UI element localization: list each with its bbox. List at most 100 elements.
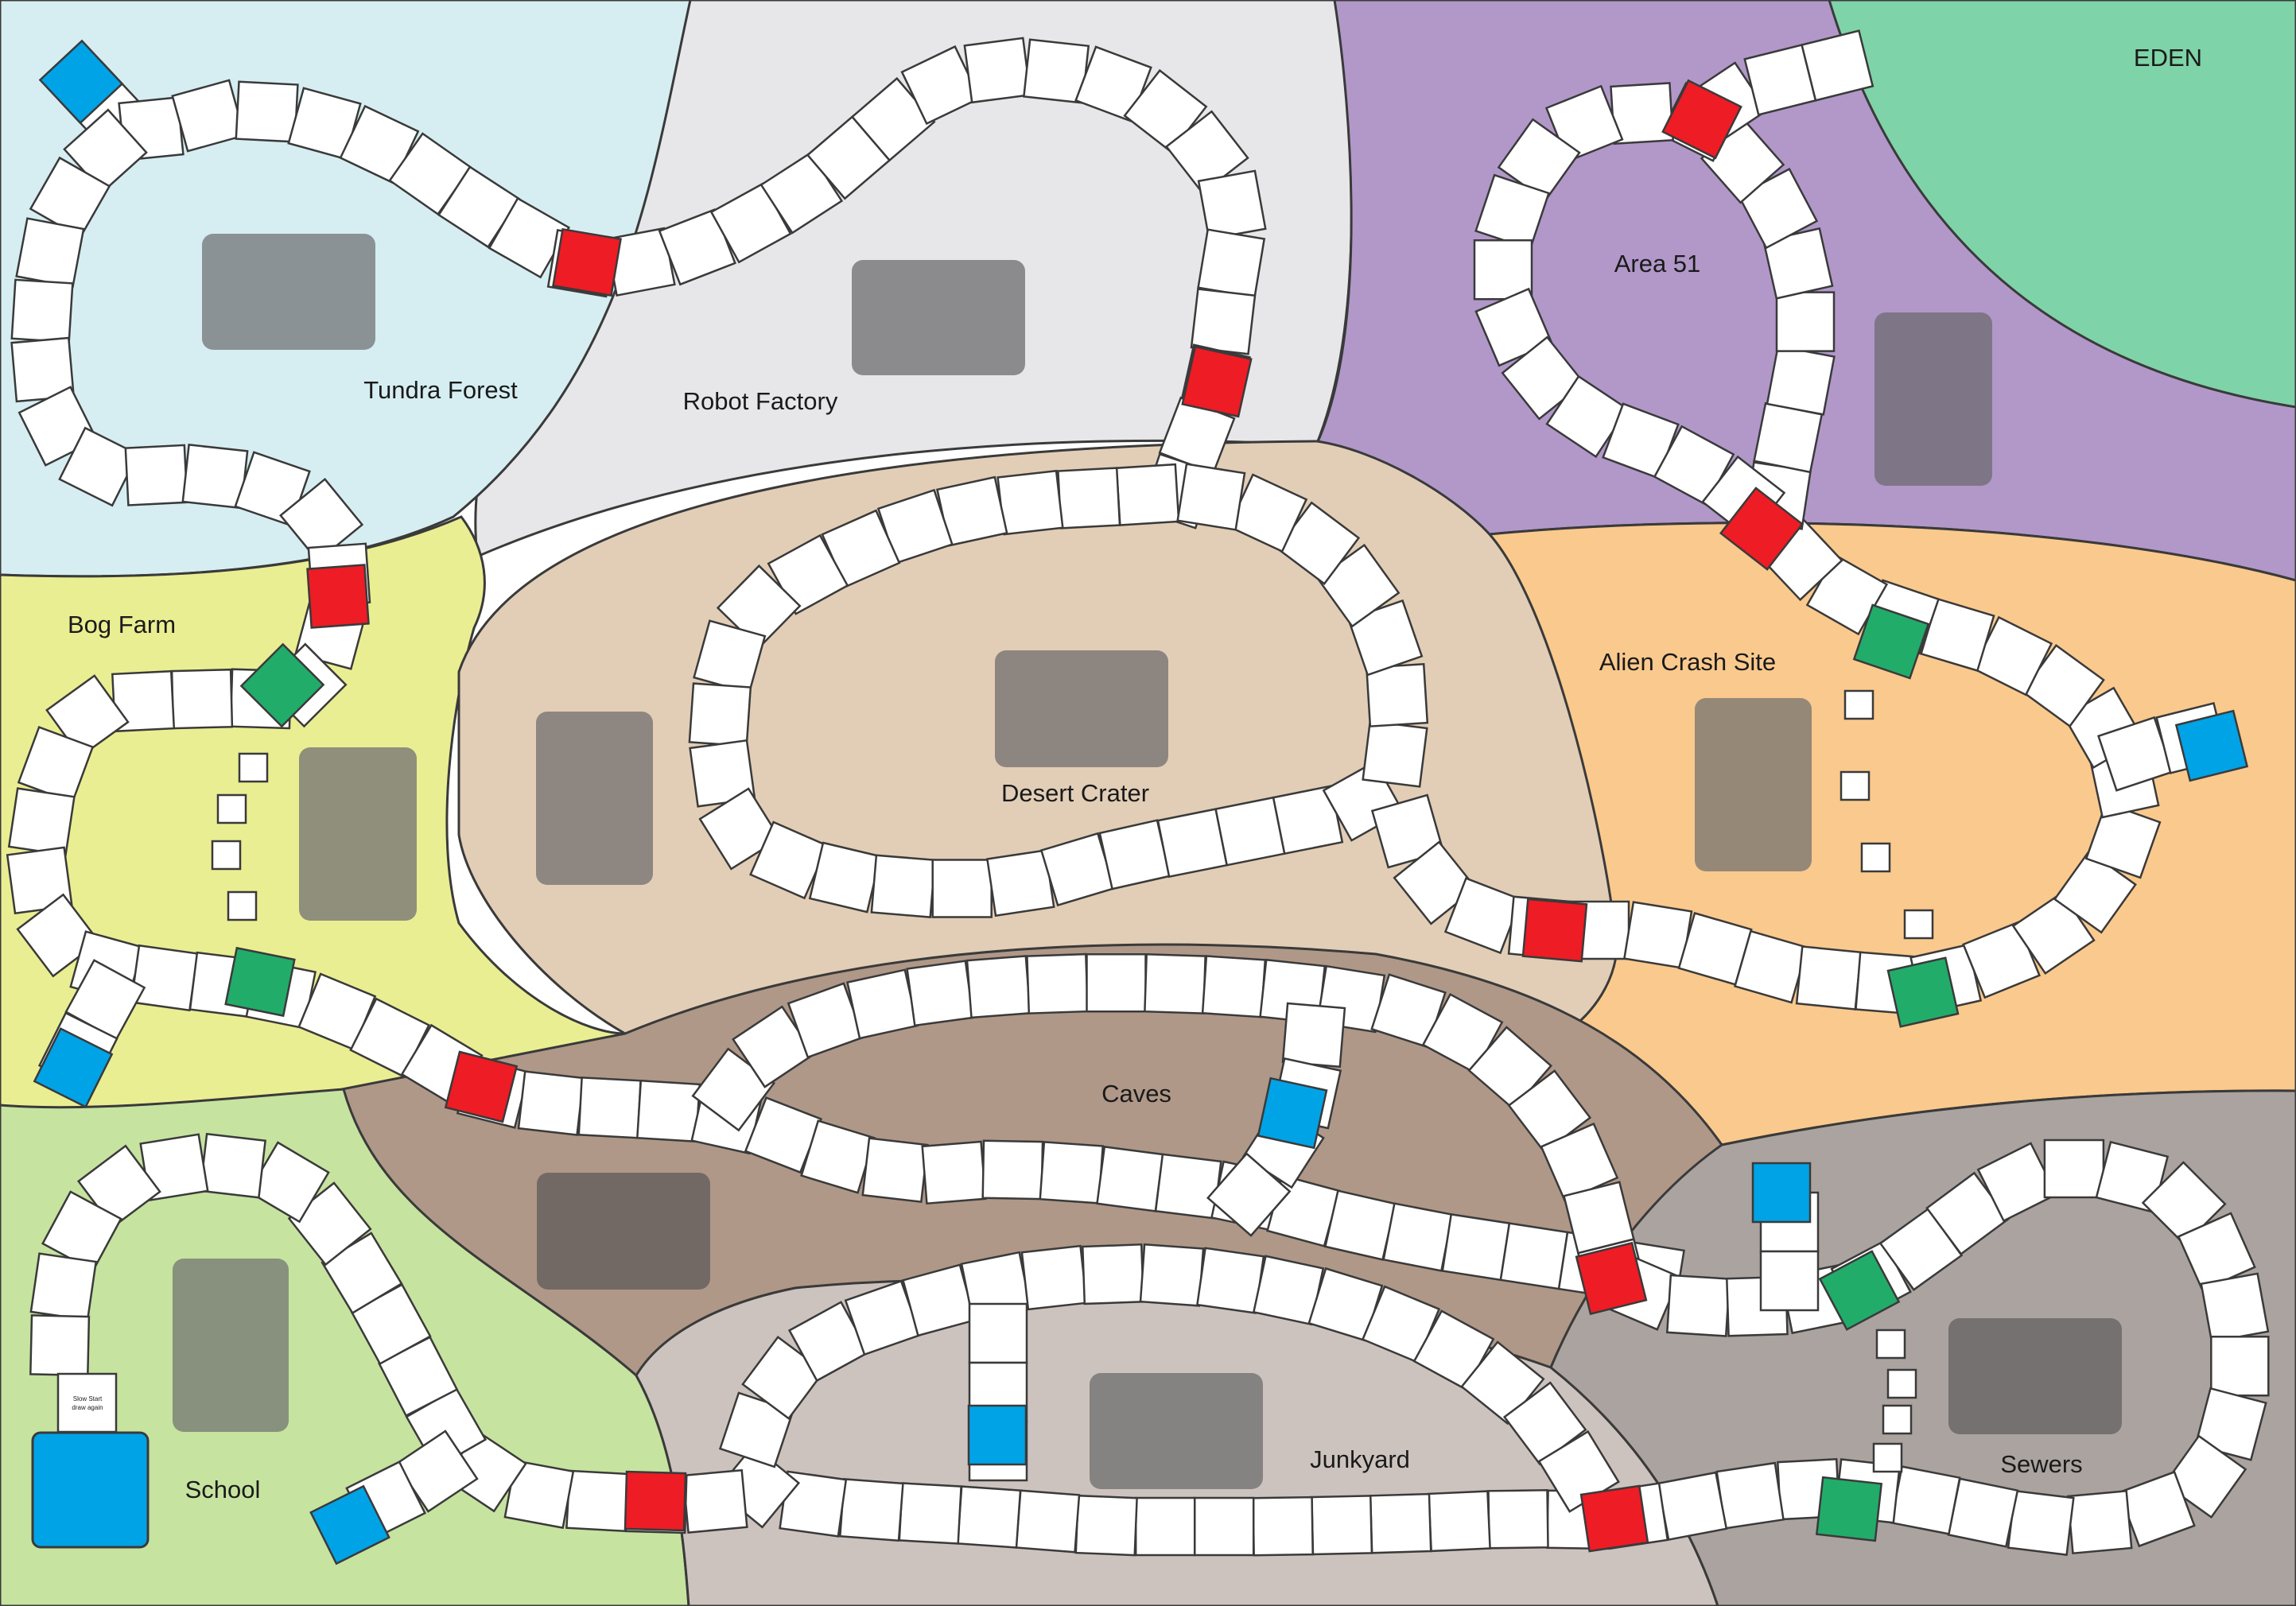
tile-red[interactable] bbox=[1181, 345, 1253, 418]
path-tile[interactable] bbox=[1139, 1243, 1205, 1307]
tile-red[interactable] bbox=[1521, 898, 1588, 963]
path-tile[interactable] bbox=[963, 37, 1031, 104]
tile-green[interactable] bbox=[239, 642, 325, 728]
path-tile[interactable] bbox=[350, 1283, 432, 1365]
path-tile[interactable] bbox=[921, 1140, 987, 1205]
path-tile[interactable] bbox=[321, 1232, 403, 1315]
path-tile[interactable] bbox=[1195, 1247, 1265, 1314]
path-tile[interactable] bbox=[688, 682, 752, 747]
path-tile[interactable] bbox=[996, 469, 1064, 536]
path-tile[interactable] bbox=[1878, 1207, 1964, 1291]
path-tile[interactable] bbox=[1733, 929, 1809, 1004]
path-tile[interactable] bbox=[10, 336, 76, 403]
path-tile[interactable] bbox=[693, 619, 767, 694]
path-tile[interactable] bbox=[45, 674, 130, 758]
path-tile[interactable] bbox=[1057, 467, 1121, 530]
path-tile[interactable] bbox=[2043, 1139, 2105, 1199]
tile-blue[interactable] bbox=[1257, 1076, 1328, 1150]
path-tile[interactable] bbox=[247, 1141, 330, 1224]
path-tile[interactable] bbox=[658, 208, 736, 286]
path-tile[interactable] bbox=[936, 475, 1008, 547]
path-tile[interactable] bbox=[130, 944, 199, 1012]
path-tile[interactable] bbox=[235, 80, 299, 143]
path-tile[interactable] bbox=[1766, 344, 1836, 416]
path-tile[interactable] bbox=[1795, 945, 1863, 1011]
path-tile[interactable] bbox=[1096, 1145, 1164, 1212]
path-tile[interactable] bbox=[1365, 662, 1429, 727]
path-tile[interactable] bbox=[64, 959, 146, 1041]
path-tile[interactable] bbox=[1947, 1477, 2019, 1548]
tile-red[interactable] bbox=[1661, 79, 1742, 160]
tile-red[interactable] bbox=[1579, 1484, 1649, 1553]
path-tile[interactable] bbox=[1190, 288, 1257, 355]
path-tile[interactable] bbox=[898, 1482, 962, 1545]
path-tile[interactable] bbox=[682, 1468, 748, 1534]
path-tile[interactable] bbox=[2084, 801, 2162, 879]
path-tile[interactable] bbox=[749, 820, 829, 900]
path-tile[interactable] bbox=[1473, 239, 1533, 301]
path-tile[interactable] bbox=[1762, 227, 1834, 300]
path-tile[interactable] bbox=[1665, 1274, 1731, 1337]
tile-green[interactable] bbox=[1818, 1250, 1901, 1331]
path-tile[interactable] bbox=[808, 841, 882, 914]
start-square-blue[interactable] bbox=[31, 1431, 150, 1549]
path-tile[interactable] bbox=[29, 1252, 98, 1321]
path-tile[interactable] bbox=[876, 488, 954, 564]
path-tile[interactable] bbox=[1281, 1002, 1346, 1069]
path-tile[interactable] bbox=[716, 564, 802, 650]
path-tile[interactable] bbox=[2053, 849, 2137, 934]
path-tile[interactable] bbox=[1499, 1222, 1569, 1290]
path-tile[interactable] bbox=[1497, 118, 1581, 202]
path-tile[interactable] bbox=[1545, 374, 1630, 459]
path-tile[interactable] bbox=[1311, 1495, 1373, 1556]
tile-blue[interactable] bbox=[309, 1484, 390, 1565]
path-tile[interactable] bbox=[1197, 228, 1266, 298]
path-tile[interactable] bbox=[689, 739, 756, 808]
path-tile[interactable] bbox=[1737, 167, 1819, 250]
path-tile[interactable] bbox=[17, 725, 95, 804]
path-tile[interactable] bbox=[29, 1314, 91, 1377]
tile-red[interactable] bbox=[1719, 487, 1805, 571]
path-tile[interactable] bbox=[29, 156, 111, 239]
path-tile[interactable] bbox=[1206, 1152, 1292, 1237]
tile-red[interactable] bbox=[1575, 1241, 1648, 1316]
path-tile[interactable] bbox=[1370, 793, 1445, 869]
path-tile[interactable] bbox=[821, 509, 901, 588]
tile-red[interactable] bbox=[306, 564, 370, 629]
path-tile[interactable] bbox=[1474, 287, 1553, 367]
path-tile[interactable] bbox=[1715, 1461, 1785, 1530]
path-tile[interactable] bbox=[1272, 785, 1344, 855]
path-tile[interactable] bbox=[1962, 921, 2042, 999]
tile-red[interactable] bbox=[624, 1470, 687, 1532]
path-tile[interactable] bbox=[698, 787, 782, 871]
path-tile[interactable] bbox=[1074, 1494, 1138, 1557]
path-tile[interactable] bbox=[565, 1469, 630, 1533]
path-tile[interactable] bbox=[1086, 953, 1147, 1013]
path-tile[interactable] bbox=[1362, 720, 1428, 788]
tile-green[interactable] bbox=[1815, 1476, 1883, 1542]
path-tile[interactable] bbox=[1201, 955, 1267, 1018]
path-tile[interactable] bbox=[861, 1137, 929, 1203]
path-tile[interactable] bbox=[111, 669, 176, 733]
path-tile[interactable] bbox=[7, 787, 76, 856]
path-tile[interactable] bbox=[906, 960, 975, 1027]
path-tile[interactable] bbox=[199, 1132, 266, 1199]
path-tile[interactable] bbox=[1369, 1492, 1432, 1554]
path-tile[interactable] bbox=[1972, 615, 2053, 696]
path-tile[interactable] bbox=[10, 278, 74, 343]
path-tile[interactable] bbox=[635, 1079, 701, 1143]
path-tile[interactable] bbox=[577, 1076, 642, 1139]
path-tile[interactable] bbox=[1610, 82, 1675, 145]
tile-blue[interactable] bbox=[967, 1404, 1028, 1466]
path-tile[interactable] bbox=[838, 1478, 904, 1542]
path-tile[interactable] bbox=[981, 1139, 1044, 1201]
path-tile[interactable] bbox=[870, 854, 936, 918]
path-tile[interactable] bbox=[779, 1470, 848, 1538]
path-tile[interactable] bbox=[1026, 952, 1089, 1014]
path-tile[interactable] bbox=[1082, 1243, 1145, 1305]
path-tile[interactable] bbox=[1154, 1153, 1222, 1220]
path-tile[interactable] bbox=[709, 182, 792, 264]
path-tile[interactable] bbox=[1020, 1244, 1088, 1311]
tile-blue[interactable] bbox=[33, 1027, 114, 1108]
path-tile[interactable] bbox=[1801, 29, 1874, 102]
